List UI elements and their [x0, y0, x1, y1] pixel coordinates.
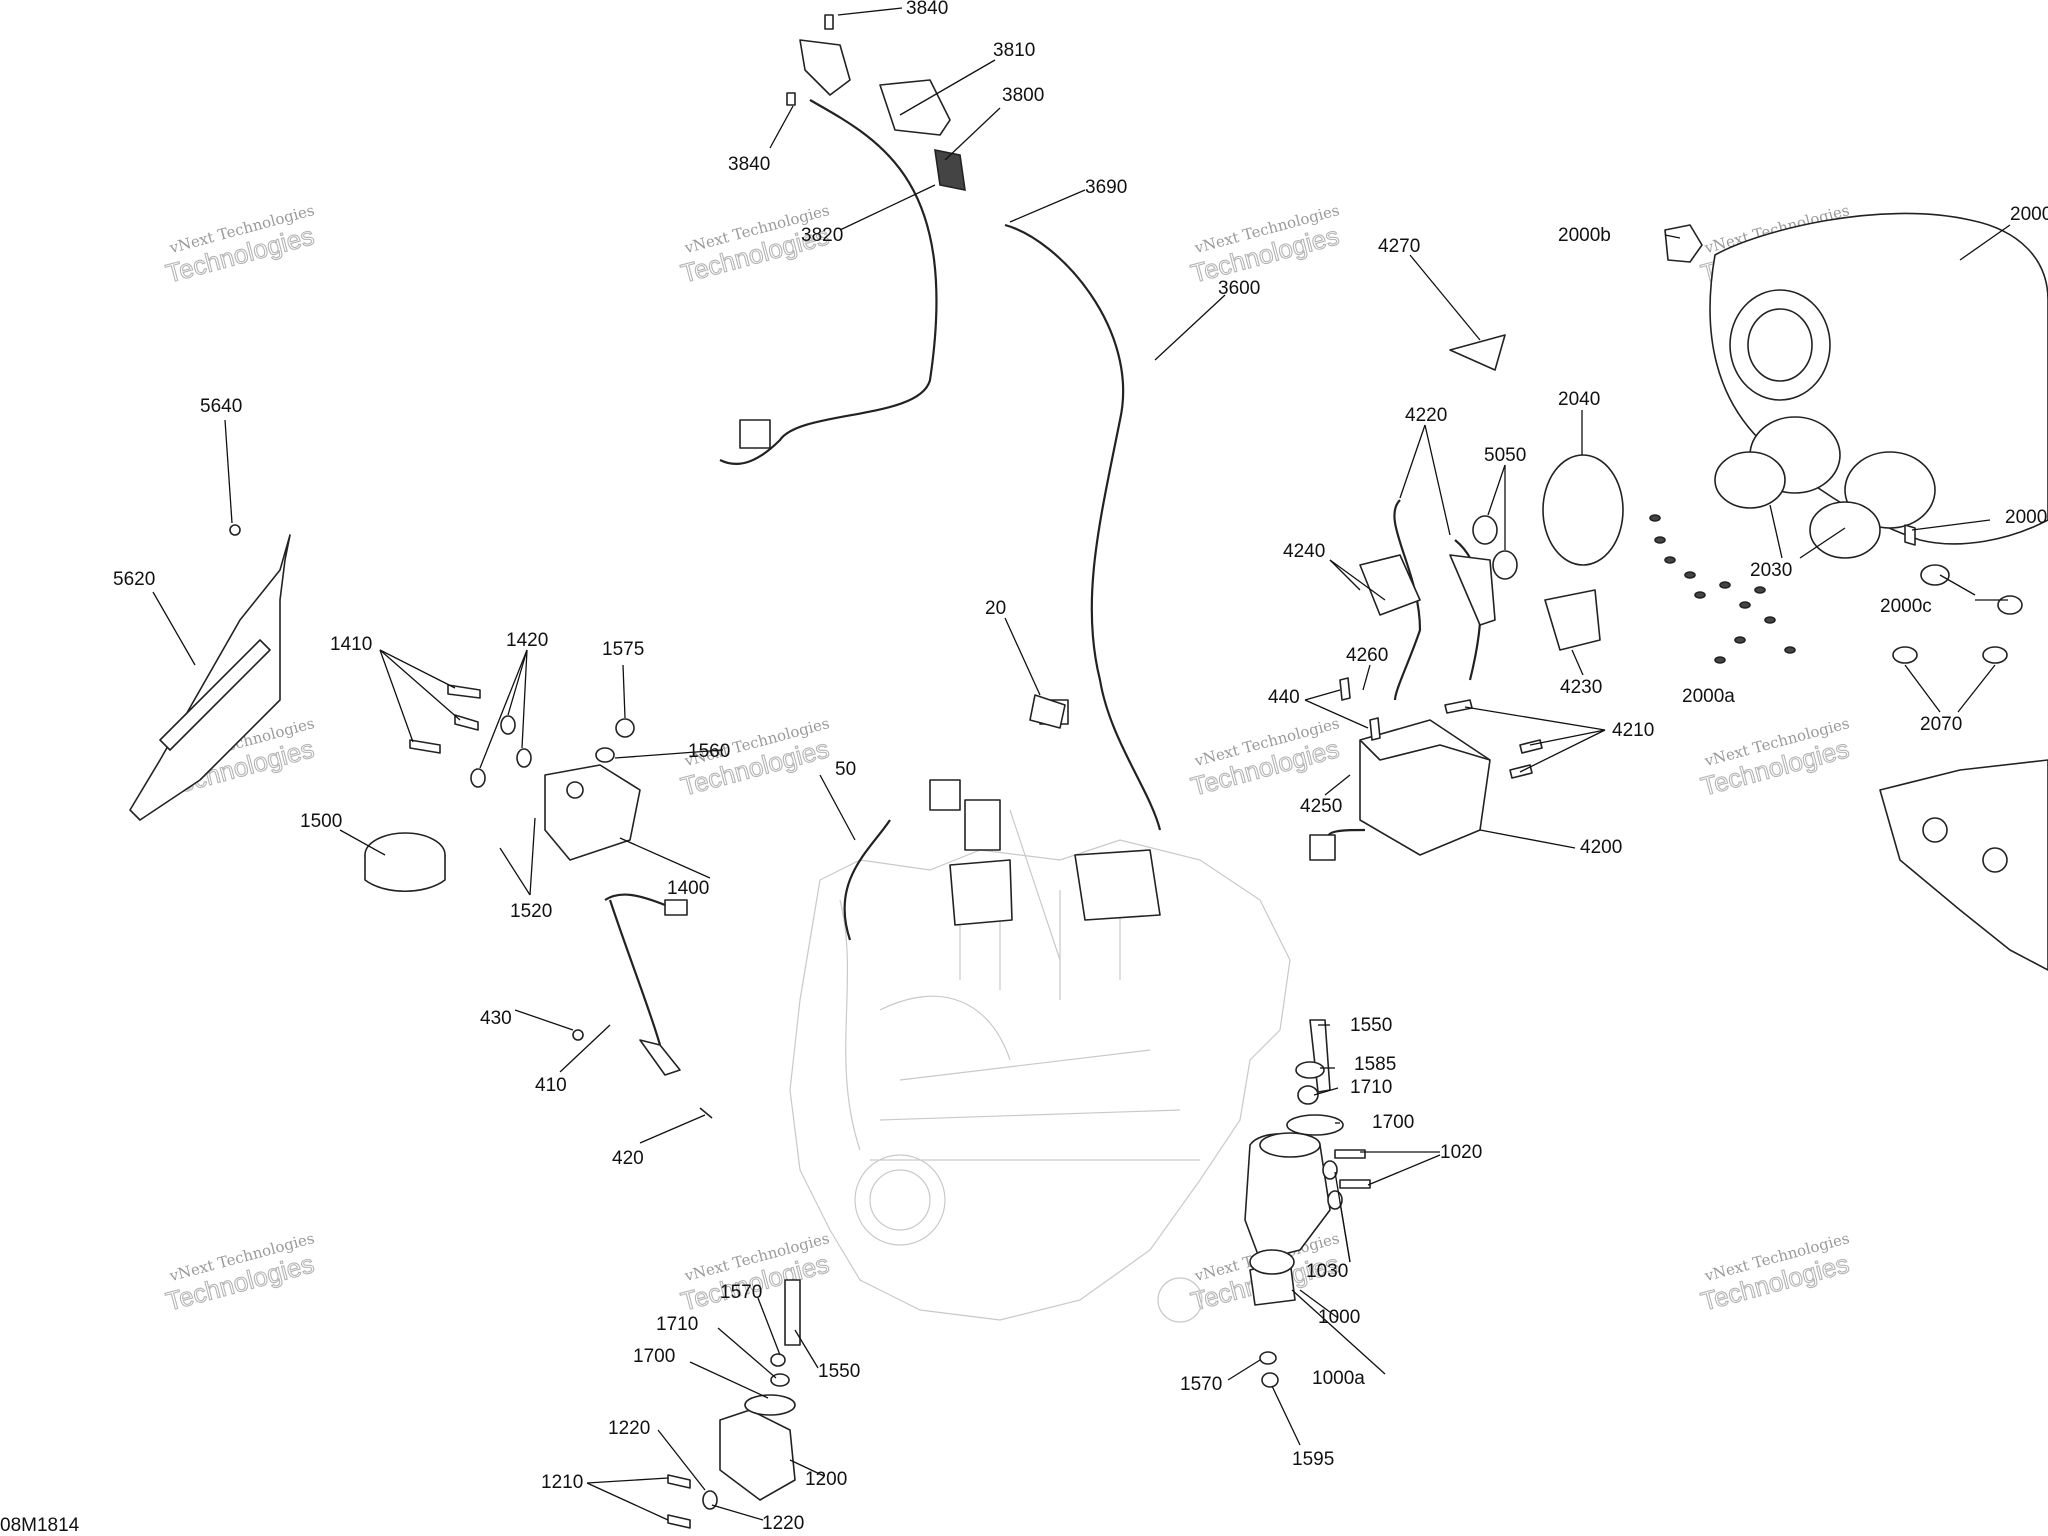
callout-1710-left: 1710 [656, 1314, 698, 1335]
clip-2000a [1694, 591, 1706, 599]
clip-2000a [1654, 536, 1666, 544]
callout-1570-right: 1570 [1180, 1374, 1222, 1395]
callout-430: 430 [480, 1008, 512, 1029]
callout-5640: 5640 [200, 396, 242, 417]
callout-2070: 2070 [1920, 714, 1962, 735]
callout-1550-left: 1550 [818, 1361, 860, 1382]
callout-1550-right: 1550 [1350, 1015, 1392, 1036]
callout-1400: 1400 [667, 878, 709, 899]
callout-1210: 1210 [541, 1472, 583, 1493]
callout-1570-left: 1570 [720, 1282, 762, 1303]
clip-2000a [1664, 556, 1676, 564]
callout-1585: 1585 [1354, 1054, 1396, 1075]
part-shapes [129, 14, 2048, 1529]
callout-20: 20 [985, 598, 1006, 619]
callout-3600: 3600 [1218, 278, 1260, 299]
callout-2040: 2040 [1558, 389, 1600, 410]
callout-1560: 1560 [688, 741, 730, 762]
callout-4270: 4270 [1378, 236, 1420, 257]
clip-2000a [1764, 616, 1776, 624]
callout-4210: 4210 [1612, 720, 1654, 741]
clip-2000a [1734, 636, 1746, 644]
leader-lines [152, 7, 2011, 1521]
callout-5050: 5050 [1484, 445, 1526, 466]
callout-5620: 5620 [113, 569, 155, 590]
callout-labels: 3840 3810 3800 3840 3820 3690 3600 4270 … [113, 0, 2048, 1534]
clip-2000a [1784, 646, 1796, 654]
callout-4220: 4220 [1405, 405, 1447, 426]
callout-1710-right: 1710 [1350, 1077, 1392, 1098]
callout-2000c: 2000c [1880, 596, 1932, 617]
clip-2000a [1714, 656, 1726, 664]
callout-1200: 1200 [805, 1469, 847, 1490]
callout-3840-top: 3840 [906, 0, 948, 19]
callout-410: 410 [535, 1075, 567, 1096]
clip-2000a [1754, 586, 1766, 594]
callout-4250: 4250 [1300, 796, 1342, 817]
callout-1520: 1520 [510, 901, 552, 922]
clip-2000a [1684, 571, 1696, 579]
callout-3690: 3690 [1085, 177, 1127, 198]
figure-code: 08M1814 [0, 1515, 80, 1536]
callout-1700-right: 1700 [1372, 1112, 1414, 1133]
callout-4260: 4260 [1346, 645, 1388, 666]
callout-440: 440 [1268, 687, 1300, 708]
callout-2000-right: 2000 [2005, 507, 2047, 528]
callout-420: 420 [612, 1148, 644, 1169]
callout-1000a: 1000a [1312, 1368, 1365, 1389]
callout-1030: 1030 [1306, 1261, 1348, 1282]
callout-2000a: 2000a [1682, 686, 1735, 707]
callout-3820: 3820 [801, 225, 843, 246]
callout-4230: 4230 [1560, 677, 1602, 698]
callout-2030: 2030 [1750, 560, 1792, 581]
clip-2000a [1719, 581, 1731, 589]
callout-4240: 4240 [1283, 541, 1325, 562]
callout-50: 50 [835, 759, 856, 780]
callout-4200: 4200 [1580, 837, 1622, 858]
callout-1020: 1020 [1440, 1142, 1482, 1163]
clip-2000a [1649, 514, 1661, 522]
callout-1000: 1000 [1318, 1307, 1360, 1328]
callout-1500: 1500 [300, 811, 342, 832]
callout-1575: 1575 [602, 639, 644, 660]
callout-2000-top: 2000 [2010, 204, 2048, 225]
callout-1410: 1410 [330, 634, 372, 655]
callout-1420: 1420 [506, 630, 548, 651]
callout-1220-bottom: 1220 [762, 1513, 804, 1534]
callout-1220-top: 1220 [608, 1418, 650, 1439]
clip-2000a [1739, 601, 1751, 609]
engine-block [789, 779, 1291, 1323]
callout-3840-left: 3840 [728, 154, 770, 175]
callout-3800: 3800 [1002, 85, 1044, 106]
callout-1595: 1595 [1292, 1449, 1334, 1470]
callout-1700-left: 1700 [633, 1346, 675, 1367]
callout-2000b: 2000b [1558, 225, 1611, 246]
callout-3810: 3810 [993, 40, 1035, 61]
